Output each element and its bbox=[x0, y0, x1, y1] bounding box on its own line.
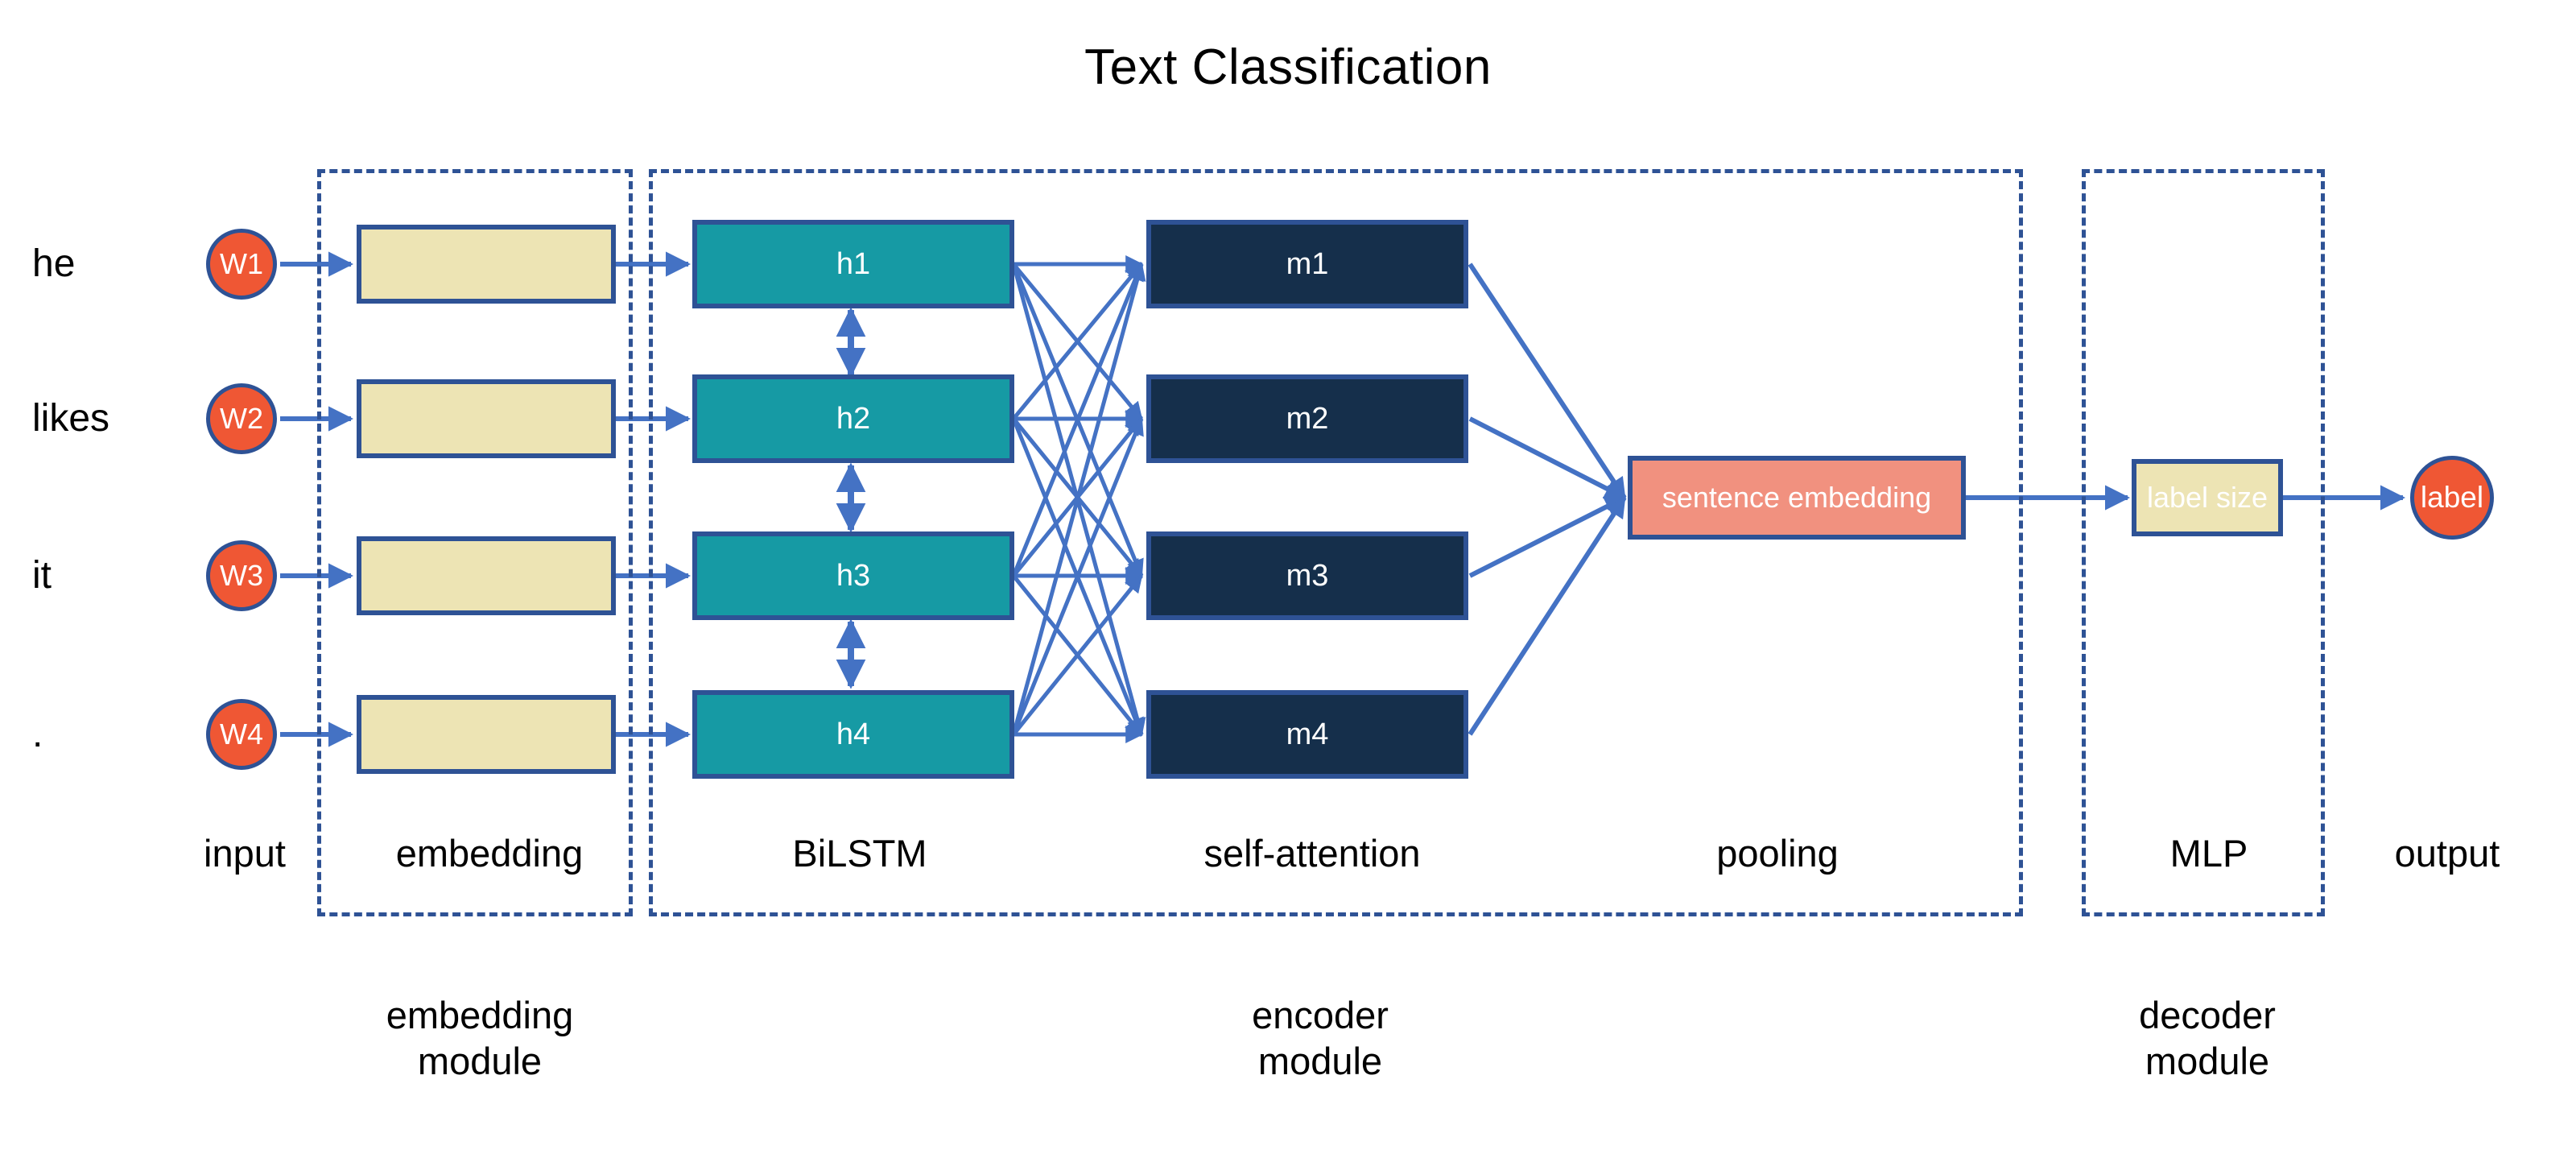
bilstm-node-label: h4 bbox=[836, 718, 871, 751]
attention-node-m4[interactable]: m4 bbox=[1146, 690, 1468, 779]
module-caption-embedding: embedding module bbox=[386, 994, 574, 1083]
bilstm-node-label: h1 bbox=[836, 247, 871, 281]
bilstm-node-h2[interactable]: h2 bbox=[692, 374, 1014, 463]
token-node-w4[interactable]: W4 bbox=[206, 699, 277, 770]
bilstm-node-label: h2 bbox=[836, 402, 871, 436]
module-caption-decoder: decoder module bbox=[2139, 994, 2276, 1083]
embedding-box-2[interactable] bbox=[357, 379, 616, 458]
input-word: likes bbox=[32, 397, 110, 440]
mlp-box-label-size[interactable]: label size bbox=[2132, 459, 2283, 536]
page-title: Text Classification bbox=[1084, 39, 1492, 95]
token-label: W3 bbox=[220, 559, 263, 592]
token-label: W2 bbox=[220, 402, 263, 435]
pooling-box-label: sentence embedding bbox=[1662, 481, 1932, 514]
token-node-w3[interactable]: W3 bbox=[206, 540, 277, 611]
token-label: W1 bbox=[220, 247, 263, 280]
embedding-module-frame bbox=[317, 169, 633, 916]
token-node-w1[interactable]: W1 bbox=[206, 229, 277, 300]
bilstm-node-h4[interactable]: h4 bbox=[692, 690, 1014, 779]
stage-caption-mlp: MLP bbox=[2169, 832, 2248, 875]
embedding-box-4[interactable] bbox=[357, 695, 616, 774]
encoder-module-frame bbox=[649, 169, 2023, 916]
stage-caption-bilstm: BiLSTM bbox=[792, 832, 927, 875]
stage-caption-pooling: pooling bbox=[1716, 832, 1839, 875]
stage-caption-output: output bbox=[2394, 832, 2500, 875]
pooling-box-sentence-embedding[interactable]: sentence embedding bbox=[1628, 456, 1966, 540]
attention-node-label: m4 bbox=[1286, 718, 1329, 751]
input-word: . bbox=[32, 713, 43, 755]
attention-node-label: m2 bbox=[1286, 402, 1329, 436]
attention-node-m3[interactable]: m3 bbox=[1146, 531, 1468, 620]
bilstm-node-h1[interactable]: h1 bbox=[692, 220, 1014, 308]
output-node-text: label bbox=[2420, 481, 2484, 514]
output-node-label[interactable]: label bbox=[2410, 456, 2494, 540]
stage-caption-input: input bbox=[204, 832, 286, 875]
mlp-box-label: label size bbox=[2146, 481, 2268, 514]
stage-caption-embedding: embedding bbox=[395, 832, 584, 875]
bilstm-node-h3[interactable]: h3 bbox=[692, 531, 1014, 620]
attention-node-m2[interactable]: m2 bbox=[1146, 374, 1468, 463]
token-label: W4 bbox=[220, 718, 263, 751]
decoder-module-frame bbox=[2082, 169, 2325, 916]
module-caption-encoder: encoder module bbox=[1252, 994, 1389, 1083]
attention-node-label: m1 bbox=[1286, 247, 1329, 281]
token-node-w2[interactable]: W2 bbox=[206, 383, 277, 454]
attention-node-label: m3 bbox=[1286, 559, 1329, 593]
attention-node-m1[interactable]: m1 bbox=[1146, 220, 1468, 308]
stage-caption-self-attention: self-attention bbox=[1203, 832, 1421, 875]
embedding-box-3[interactable] bbox=[357, 536, 616, 615]
embedding-box-1[interactable] bbox=[357, 225, 616, 304]
bilstm-node-label: h3 bbox=[836, 559, 871, 593]
input-word: it bbox=[32, 554, 52, 597]
input-word: he bbox=[32, 242, 76, 285]
